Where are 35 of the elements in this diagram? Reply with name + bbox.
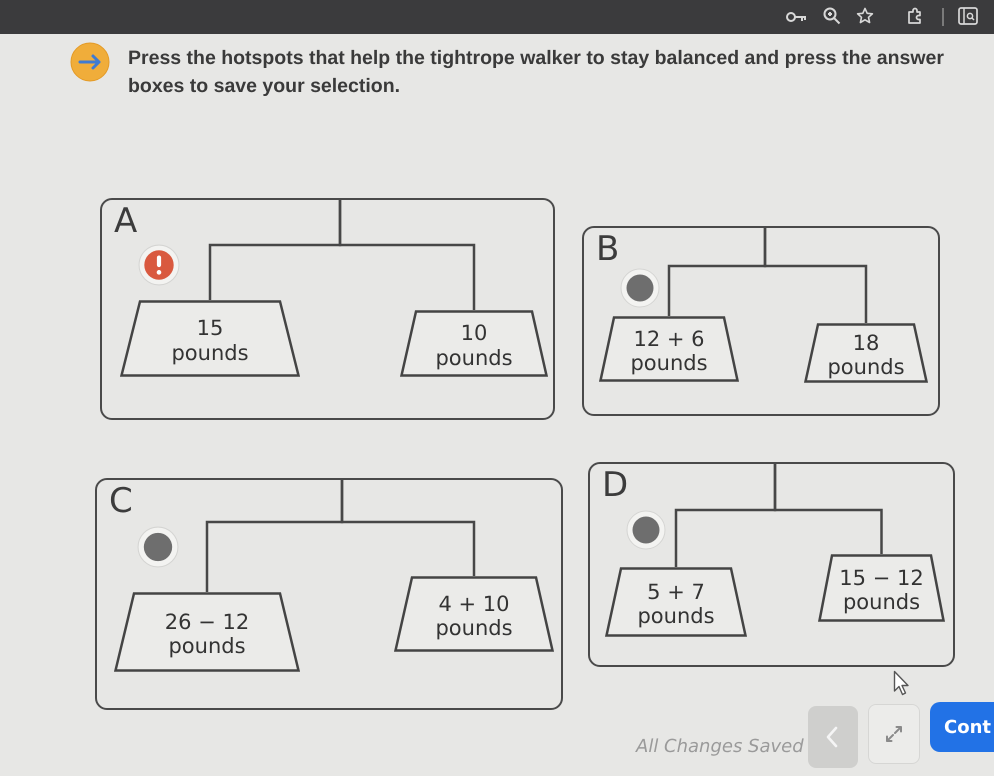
balance-panel: [100, 198, 555, 420]
hanger-line: [340, 478, 476, 576]
radio-dot-icon: [137, 526, 179, 568]
hanger-line: [774, 462, 883, 554]
continue-button: Cont: [930, 702, 994, 752]
status-text: All Changes Saved: [636, 736, 804, 757]
instruction-text: Press the hotspots that help the tightrope walker to stay balanced and press the answer boxes to save your selection.: [128, 46, 945, 100]
weight-trapezoid: [114, 592, 300, 672]
weight-label: 5 + 7 pounds: [636, 578, 716, 628]
weight-label: 12 + 6 pounds: [629, 326, 709, 376]
panel-letter: B: [596, 232, 620, 266]
weight-label: 10 pounds: [434, 320, 514, 370]
alert-icon: [138, 244, 180, 286]
radio-dot-icon: [620, 268, 660, 308]
weight-trapezoid: [605, 567, 747, 637]
weight-trapezoid: [394, 576, 554, 652]
panel-letter: C: [109, 484, 133, 518]
weight-label: 4 + 10 pounds: [434, 590, 514, 640]
weight-label: 15 − 12 pounds: [838, 564, 925, 614]
hanger-line: [338, 198, 476, 310]
panel-letter: A: [114, 204, 138, 238]
weight-label: 26 − 12 pounds: [164, 608, 250, 658]
weight-label: 15 pounds: [170, 315, 250, 365]
weight-label: 18 pounds: [826, 330, 906, 380]
balance-panel: [588, 462, 955, 667]
weight-trapezoid: [804, 323, 928, 383]
weight-trapezoid: [818, 554, 945, 622]
balance-panel: [95, 478, 563, 710]
radio-dot-icon: [626, 510, 666, 550]
weight-trapezoid: [120, 300, 300, 377]
weight-trapezoid: [400, 310, 548, 377]
weight-trapezoid: [599, 316, 739, 382]
balance-panel: [582, 226, 940, 416]
hanger-line: [764, 226, 868, 323]
panel-letter: D: [602, 468, 628, 502]
